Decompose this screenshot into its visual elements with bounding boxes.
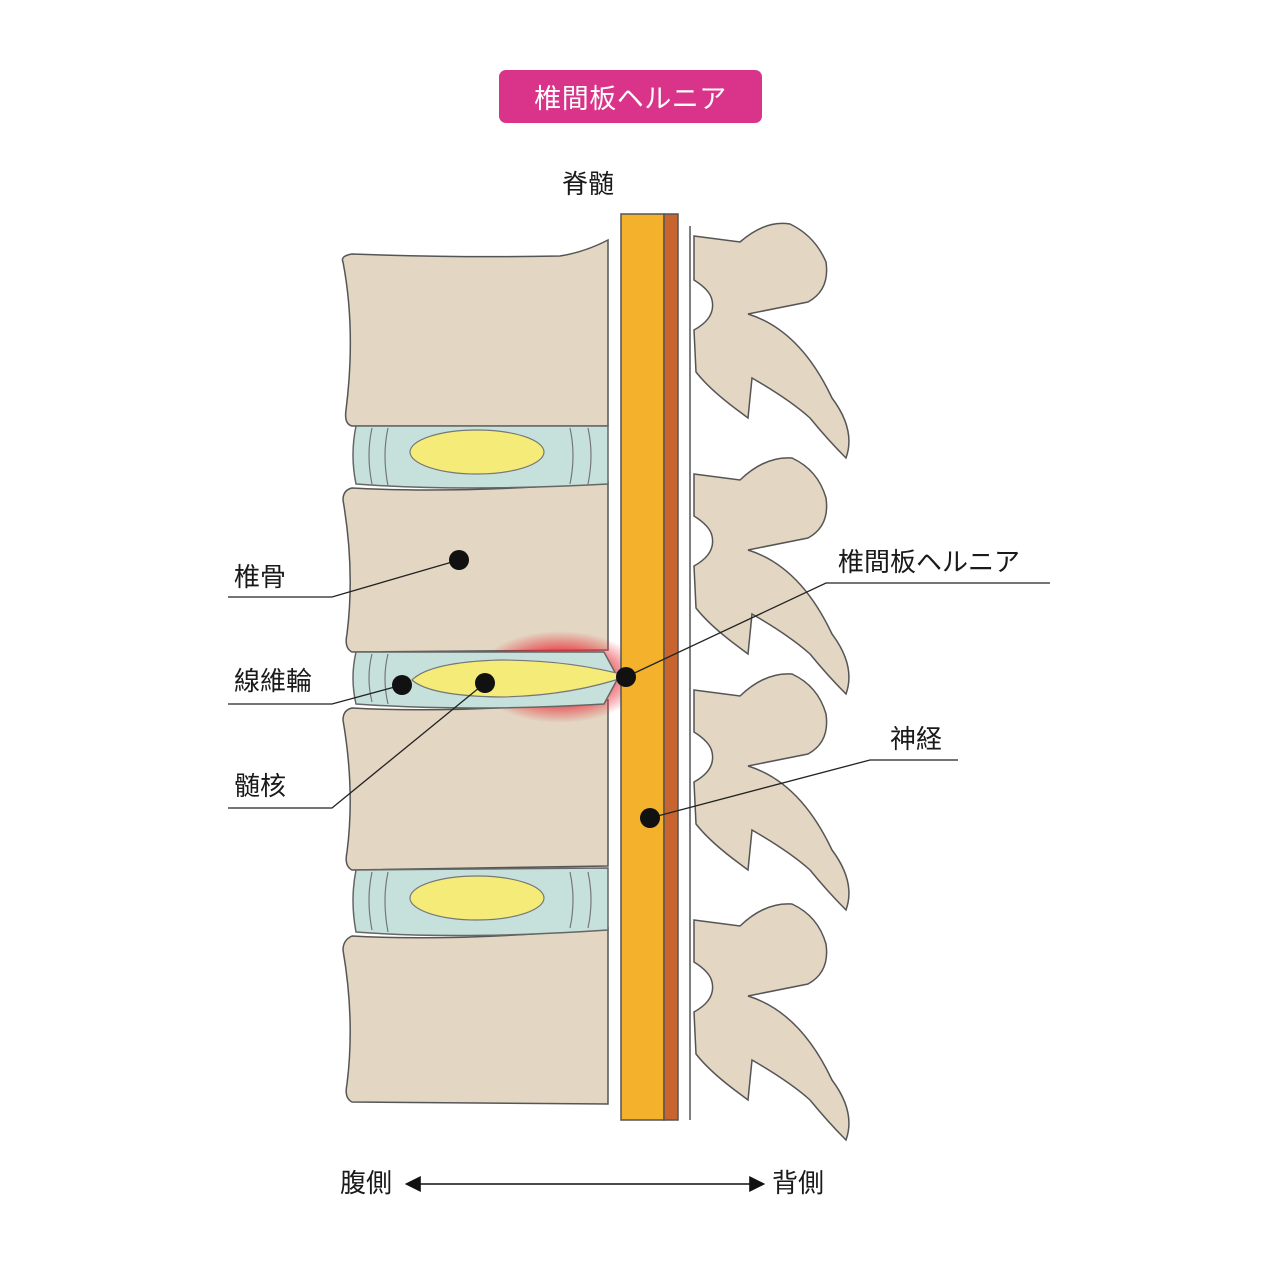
- disc-bottom: [352, 867, 609, 937]
- label-annulus: 線維輪: [234, 667, 313, 697]
- label-herniation: 椎間板ヘルニア: [838, 548, 1021, 578]
- spinous-processes: [693, 222, 850, 1142]
- axis-label-dorsal: 背側: [772, 1169, 825, 1199]
- disc-top: [352, 425, 609, 489]
- marker-dots: [392, 550, 660, 828]
- label-nerve: 神経: [890, 725, 943, 755]
- axis-label-ventral: 腹側: [340, 1169, 393, 1199]
- dot-nerve: [640, 808, 660, 828]
- dot-annulus: [392, 675, 412, 695]
- leader-lines: [228, 559, 1050, 819]
- diagram-title: 椎間板ヘルニア: [534, 84, 727, 115]
- spinal-cord: [620, 213, 691, 1121]
- leader-vertebra: [228, 559, 460, 598]
- vertebral-body-4: [342, 927, 609, 1105]
- title-badge: 椎間板ヘルニア: [499, 70, 762, 123]
- spinous-process-4: [693, 903, 850, 1142]
- label-nucleus: 髄核: [234, 772, 287, 802]
- nucleus-top: [409, 429, 545, 475]
- dot-nucleus: [475, 673, 495, 693]
- leader-nucleus: [228, 682, 486, 809]
- spinous-process-2: [693, 457, 850, 696]
- spinous-process-1: [693, 222, 850, 460]
- dot-herniation: [616, 667, 636, 687]
- leader-herniation: [625, 582, 1050, 678]
- nucleus-bottom: [409, 875, 545, 921]
- vertebral-bodies: [341, 238, 609, 1105]
- label-vertebra: 椎骨: [234, 563, 287, 593]
- leader-nerve: [649, 759, 958, 819]
- spinous-process-3: [693, 673, 850, 912]
- label-spinal-cord: 脊髄: [562, 170, 615, 200]
- leader-annulus: [228, 684, 403, 705]
- vertebral-body-1: [341, 238, 609, 427]
- vertebral-body-3: [342, 699, 609, 871]
- dot-vertebra: [449, 550, 469, 570]
- vertebral-body-2: [342, 481, 609, 653]
